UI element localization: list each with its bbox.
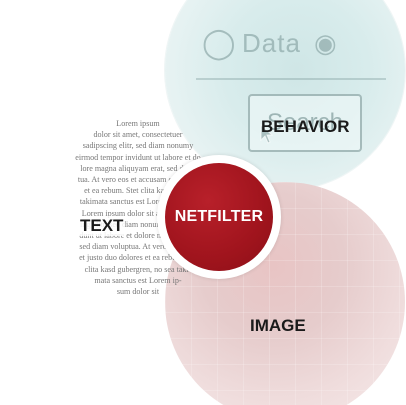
text-sample-line: sum dolor sit xyxy=(116,287,160,297)
text-sample-line: lore magna aliquyam erat, sed diam xyxy=(80,163,196,173)
text-sample-block: Lorem ipsum dolor sit amet, consectetuer… xyxy=(20,118,256,297)
text-sample-line: ing elitr, sed diam nonumy eirmod t xyxy=(80,219,196,229)
radio-selected-icon: ◉ xyxy=(314,28,338,58)
text-sample-line: et ea rebum. Stet clita kasd guber xyxy=(84,186,192,196)
text-sample-line: sadipscing elitr, sed diam nonumy xyxy=(82,141,194,151)
text-sample-line: dunt ut labore et dolore magna aliqu xyxy=(79,231,197,241)
text-sample-line: et justo duo dolores et ea rebum. Ste xyxy=(79,253,197,263)
text-sample-line: Lorem ipsum dolor sit amet, conse xyxy=(81,208,195,218)
text-sample-line: sed diam voluptua. At vero eos et ac xyxy=(79,242,197,252)
text-sample-line: clita kasd gubergren, no sea taki- xyxy=(84,264,192,274)
radio-icon: ◯ xyxy=(202,27,237,60)
netfilter-label: NETFILTER xyxy=(174,208,264,225)
image-label: IMAGE xyxy=(250,316,306,335)
text-label: TEXT xyxy=(78,216,126,236)
behavior-fragment-button: Search xyxy=(248,94,362,152)
behavior-label: BEHAVIOR xyxy=(261,117,350,136)
mouse-cursor-icon xyxy=(260,124,274,144)
text-sample-line: tua. At vero eos et accusam et justo d xyxy=(77,175,199,185)
text-sample-line: takimata sanctus est Lorem ipsum d xyxy=(79,197,197,207)
toolbar-divider xyxy=(196,78,386,80)
text-sample-line: mata sanctus est Lorem ip- xyxy=(94,275,182,285)
text-sample-line: eirmod tempor invidunt ut labore et do xyxy=(75,152,201,162)
text-sample-line: Lorem ipsum xyxy=(116,119,160,128)
behavior-fragment-word: Data xyxy=(242,28,301,58)
behavior-screenshot-fragment: ◯ Data ◉ Search xyxy=(196,2,396,182)
netfilter-circle: NETFILTER xyxy=(165,163,273,271)
text-sample-line: dolor sit amet, consectetuer xyxy=(93,130,183,140)
